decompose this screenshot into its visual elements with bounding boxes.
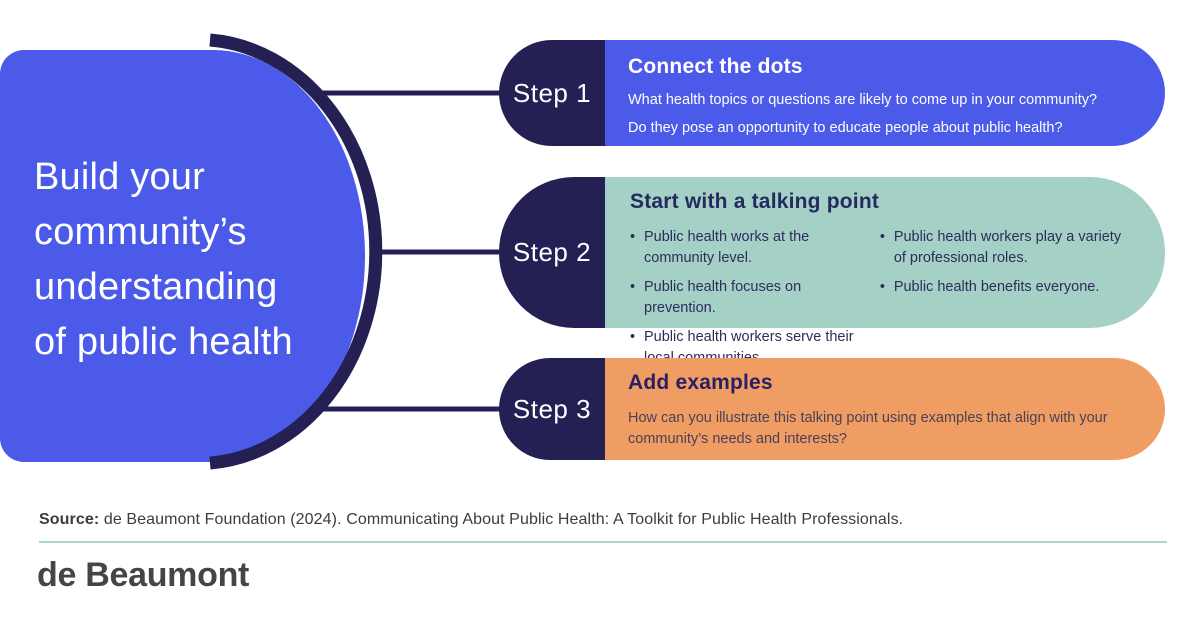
headline-bubble-graphic (0, 33, 508, 470)
step2-label: Step 2 (512, 237, 592, 267)
talking-points-column-1: Public health works at the community lev… (630, 227, 865, 377)
talking-point: Public health works at the community lev… (630, 227, 865, 269)
step2-title: Start with a talking point (630, 190, 880, 213)
source-label: Source: (39, 511, 100, 528)
headline: Build your community’s understanding of … (34, 156, 293, 363)
step1-label: Step 1 (512, 77, 592, 108)
step1-pill: Step 1 (499, 40, 605, 146)
step1-question-2: Do they pose an opportunity to educate p… (628, 120, 1063, 136)
step3-question: How can you illustrate this talking poin… (628, 410, 1108, 447)
step1-title: Connect the dots (628, 55, 803, 78)
step-row-3: Step 3 Add examples How can you illustra… (499, 358, 1165, 460)
talking-point: Public health focuses on prevention. (630, 277, 865, 319)
source-text: de Beaumont Foundation (2024). Communica… (99, 511, 904, 528)
talking-points: Public health works at the community lev… (630, 227, 1129, 377)
step2-pill: Step 2 (499, 177, 605, 328)
talking-point: Public health workers play a variety of … (880, 227, 1129, 269)
step-row-2: Step 2 Start with a talking point Public… (499, 177, 1165, 366)
step1-content: Connect the dots What health topics or q… (605, 40, 1165, 146)
headline-bubble (0, 50, 365, 462)
step-row-1: Step 1 Connect the dots What health topi… (499, 40, 1165, 146)
step2-content: Start with a talking point Public health… (605, 177, 1165, 366)
step1-question-1: What health topics or questions are like… (628, 92, 1098, 108)
step3-content: Add examples How can you illustrate this… (605, 358, 1165, 460)
step3-label: Step 3 (512, 393, 592, 424)
footer-divider (39, 541, 1167, 543)
de-beaumont-logo: de Beaumont (37, 556, 250, 594)
talking-points-column-2: Public health workers play a variety of … (880, 227, 1129, 377)
source-citation: Source: de Beaumont Foundation (2024). C… (39, 511, 903, 529)
talking-point: Public health benefits everyone. (880, 277, 1129, 298)
step3-title: Add examples (628, 371, 773, 394)
step3-pill: Step 3 (499, 358, 605, 460)
arc-outline (209, 33, 383, 470)
